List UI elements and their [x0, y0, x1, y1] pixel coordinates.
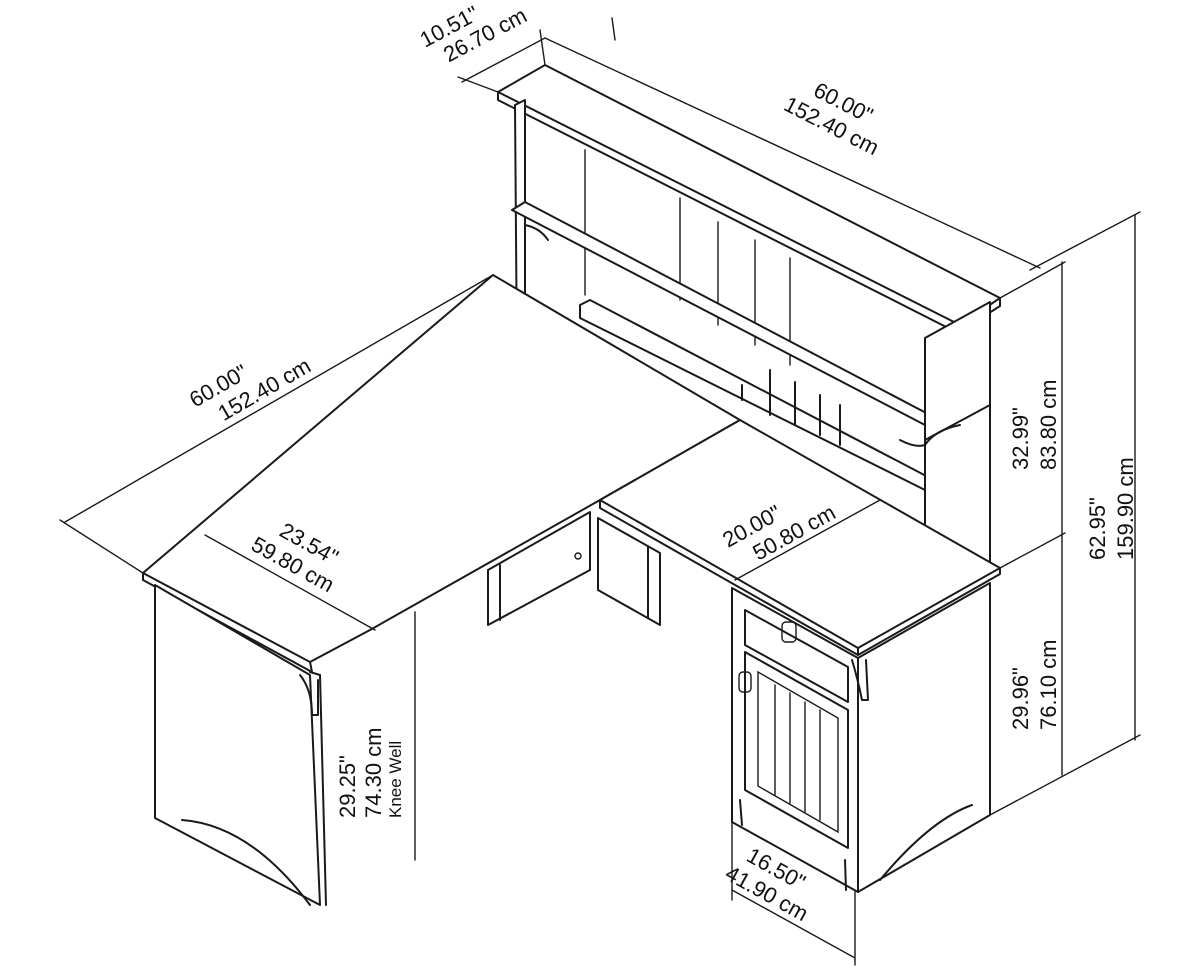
knee-well-in: 29.25": [335, 755, 360, 818]
door-knob-icon: [738, 671, 752, 693]
drawer-front[interactable]: [744, 609, 849, 703]
hutch-top: [497, 64, 1001, 326]
corner-leg-panel: [597, 517, 661, 626]
left-end-panel: [154, 584, 321, 906]
dimension-lines: [59, 17, 1141, 966]
right-pedestal: [731, 582, 991, 893]
modesty-panel: [487, 511, 591, 626]
knee-well-label: Knee Well: [386, 741, 405, 818]
total-height-cm: 159.90 cm: [1113, 457, 1138, 560]
knee-well-cm: 74.30 cm: [361, 728, 386, 819]
hutch-height-cm: 83.80 cm: [1036, 380, 1061, 471]
cabinet-door[interactable]: [744, 651, 849, 849]
hutch-height-in: 32.99": [1008, 407, 1033, 470]
desk-height-in: 29.96": [1008, 667, 1033, 730]
desk-height-cm: 76.10 cm: [1036, 640, 1061, 731]
drawer-pull-icon: [781, 621, 797, 643]
total-height-in: 62.95": [1085, 497, 1110, 560]
desk: [142, 274, 1001, 906]
